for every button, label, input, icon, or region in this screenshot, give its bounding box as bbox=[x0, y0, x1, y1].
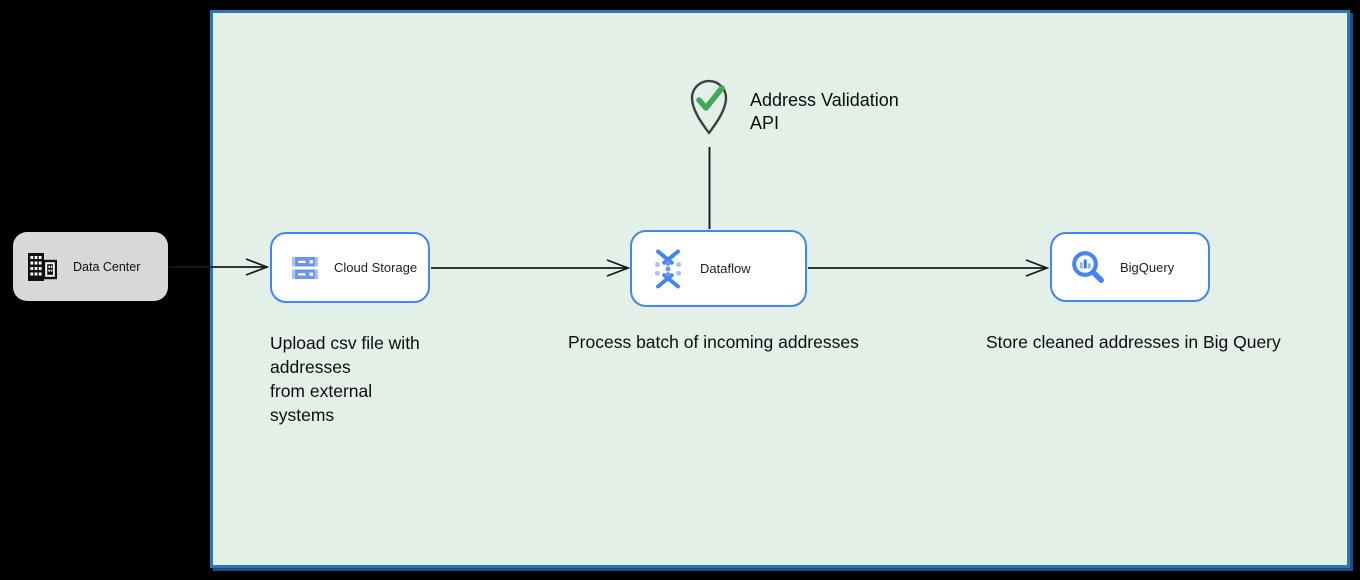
annotation-address-validation-api: Address Validation API bbox=[750, 90, 899, 133]
caption-store-cleaned: Store cleaned addresses in Big Query bbox=[986, 332, 1281, 352]
node-dataflow[interactable]: Dataflow bbox=[630, 230, 807, 307]
map-pin-check-icon[interactable] bbox=[687, 78, 731, 136]
node-cloud-storage[interactable]: Cloud Storage bbox=[270, 232, 430, 303]
bigquery-icon bbox=[1070, 249, 1106, 285]
office-building-icon bbox=[27, 252, 57, 282]
node-label: BigQuery bbox=[1120, 259, 1175, 275]
cloud-storage-icon bbox=[290, 253, 320, 283]
node-label: Cloud Storage bbox=[334, 260, 418, 275]
caption-upload-csv: Upload csv file with addresses from exte… bbox=[270, 333, 420, 425]
node-label: Dataflow bbox=[700, 261, 751, 276]
caption-process-batch: Process batch of incoming addresses bbox=[568, 332, 859, 352]
dataflow-icon bbox=[650, 249, 686, 289]
node-label: Data Center bbox=[73, 259, 141, 274]
node-data-center[interactable]: Data Center bbox=[13, 232, 168, 301]
node-bigquery[interactable]: BigQuery bbox=[1050, 232, 1210, 302]
